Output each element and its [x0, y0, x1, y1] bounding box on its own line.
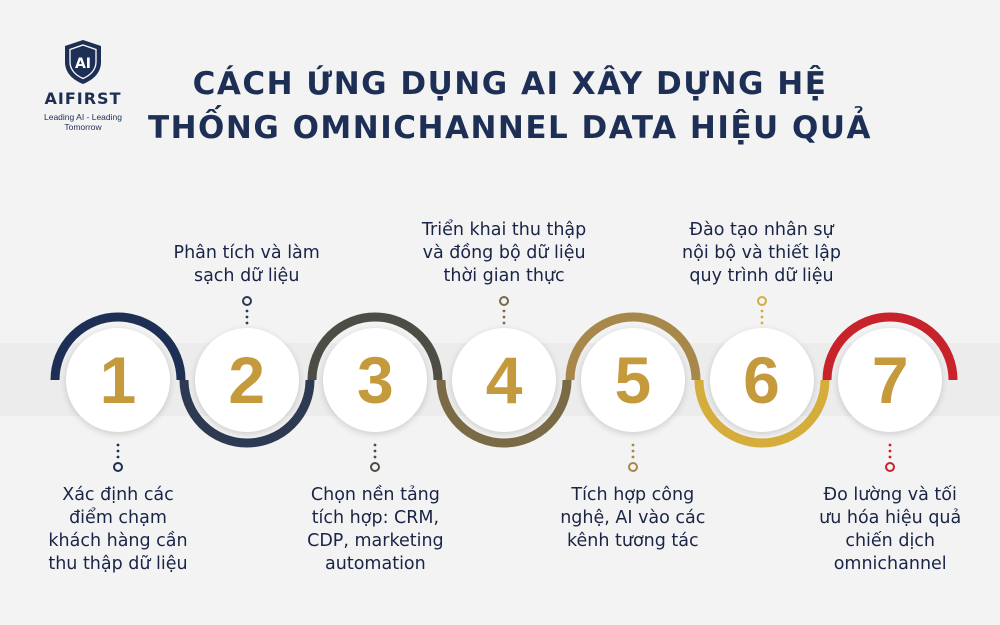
step-description: Tích hợp công nghệ, AI vào các kênh tươn… [560, 485, 706, 551]
step-description: Triển khai thu thập và đồng bộ dữ liệu t… [421, 220, 587, 286]
brand-tagline: Leading AI - Leading Tomorrow [44, 112, 122, 132]
step-description: Đo lường và tối ưu hóa hiệu quả chiến dị… [819, 485, 962, 574]
step-connector [370, 443, 381, 472]
step-description: Đào tạo nhân sự nội bộ và thiết lập quy … [682, 220, 841, 286]
step-number: 6 [743, 343, 780, 417]
step-connector [885, 443, 896, 472]
step-number: 5 [614, 343, 652, 417]
step-connector [113, 443, 123, 472]
step-description: Phân tích và làm sạch dữ liệu [173, 243, 320, 286]
step-circle [580, 328, 685, 432]
step-connector [241, 296, 252, 325]
step-connector [756, 296, 767, 325]
brand-name: AIFIRST [44, 89, 122, 108]
shield-logo-icon: AI [65, 40, 101, 84]
page-title: CÁCH ỨNG DỤNG AI XÂY DỰNG HỆ THỐNG OMNIC… [147, 66, 873, 146]
step-number: 3 [357, 343, 394, 417]
step-circle [323, 328, 428, 432]
step-arc [565, 312, 701, 381]
step-arc [694, 379, 829, 448]
step-connector [627, 443, 638, 472]
step-number: 2 [228, 343, 266, 417]
step-number: 1 [99, 343, 137, 417]
step-circle [452, 328, 557, 432]
step-description: Chọn nền tảng tích hợp: CRM, CDP, market… [307, 485, 444, 574]
step-circle [66, 328, 170, 432]
logo: AI AIFIRST Leading AI - Leading Tomorrow [28, 38, 138, 132]
step-arc [179, 379, 315, 448]
step-circle [709, 328, 814, 432]
step-arc [436, 379, 572, 448]
step-circle [838, 328, 943, 432]
step-arc [50, 312, 186, 381]
step-connector [499, 296, 510, 325]
step-number: 4 [485, 343, 523, 417]
step-number: 7 [871, 343, 909, 417]
step-arc [307, 312, 443, 381]
step-arc [822, 312, 958, 381]
step-description: Xác định các điểm chạm khách hàng cần th… [48, 485, 188, 574]
step-circle [194, 328, 299, 432]
logo-mark-text: AI [75, 56, 91, 72]
